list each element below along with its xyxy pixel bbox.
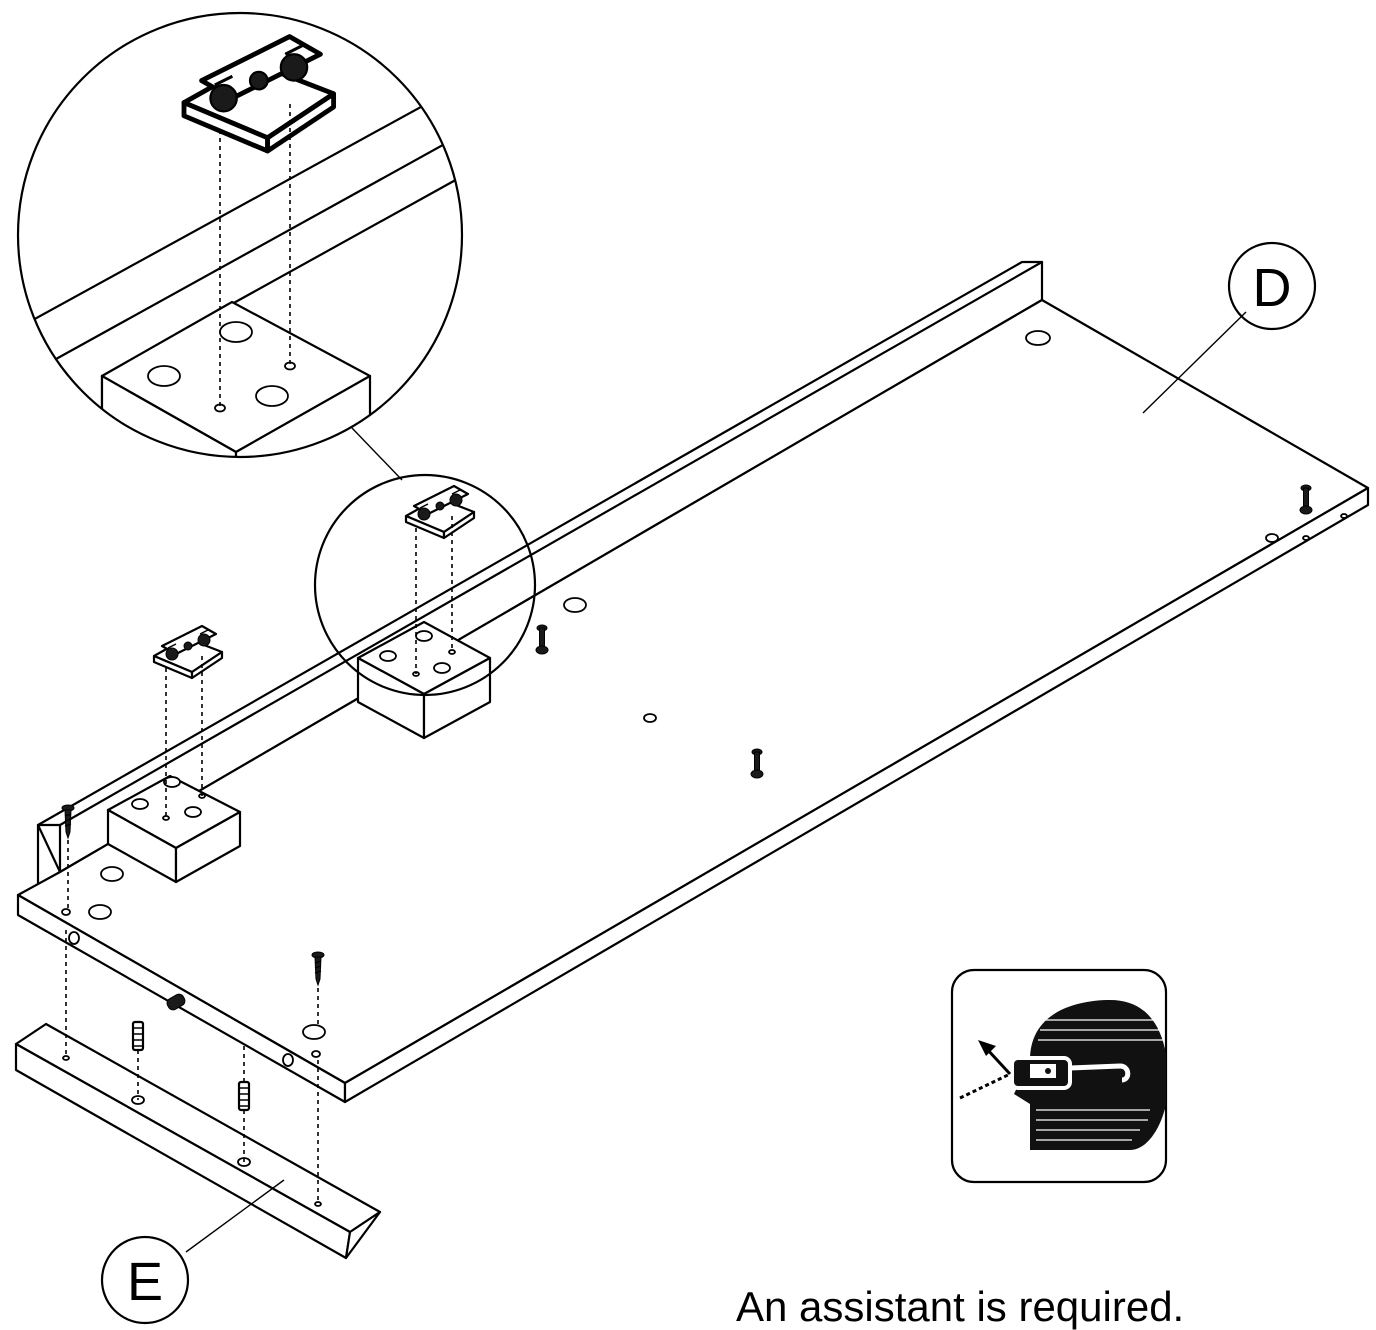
detail-callout-circle [313, 473, 537, 697]
mounting-block-front [106, 774, 242, 884]
leader-line-d [1142, 311, 1247, 414]
piece-e [14, 1022, 382, 1260]
cam-lock-icon [166, 993, 186, 1011]
svg-text:D: D [1253, 258, 1292, 318]
label-e: E [100, 1235, 190, 1325]
mounting-block-middle [356, 620, 492, 740]
detail-connector [351, 427, 403, 481]
dowel-icon [237, 1080, 251, 1112]
leader-line-e [185, 1179, 285, 1253]
dowel-icon [131, 1020, 145, 1052]
safety-glasses-icon [950, 968, 1168, 1184]
hinge-plate-icon [152, 624, 224, 680]
panel-d [16, 260, 1370, 1104]
svg-text:E: E [127, 1252, 163, 1312]
detail-zoom [16, 11, 464, 459]
label-d: D [1227, 241, 1317, 331]
assistant-required-note: An assistant is required. [736, 1283, 1185, 1330]
